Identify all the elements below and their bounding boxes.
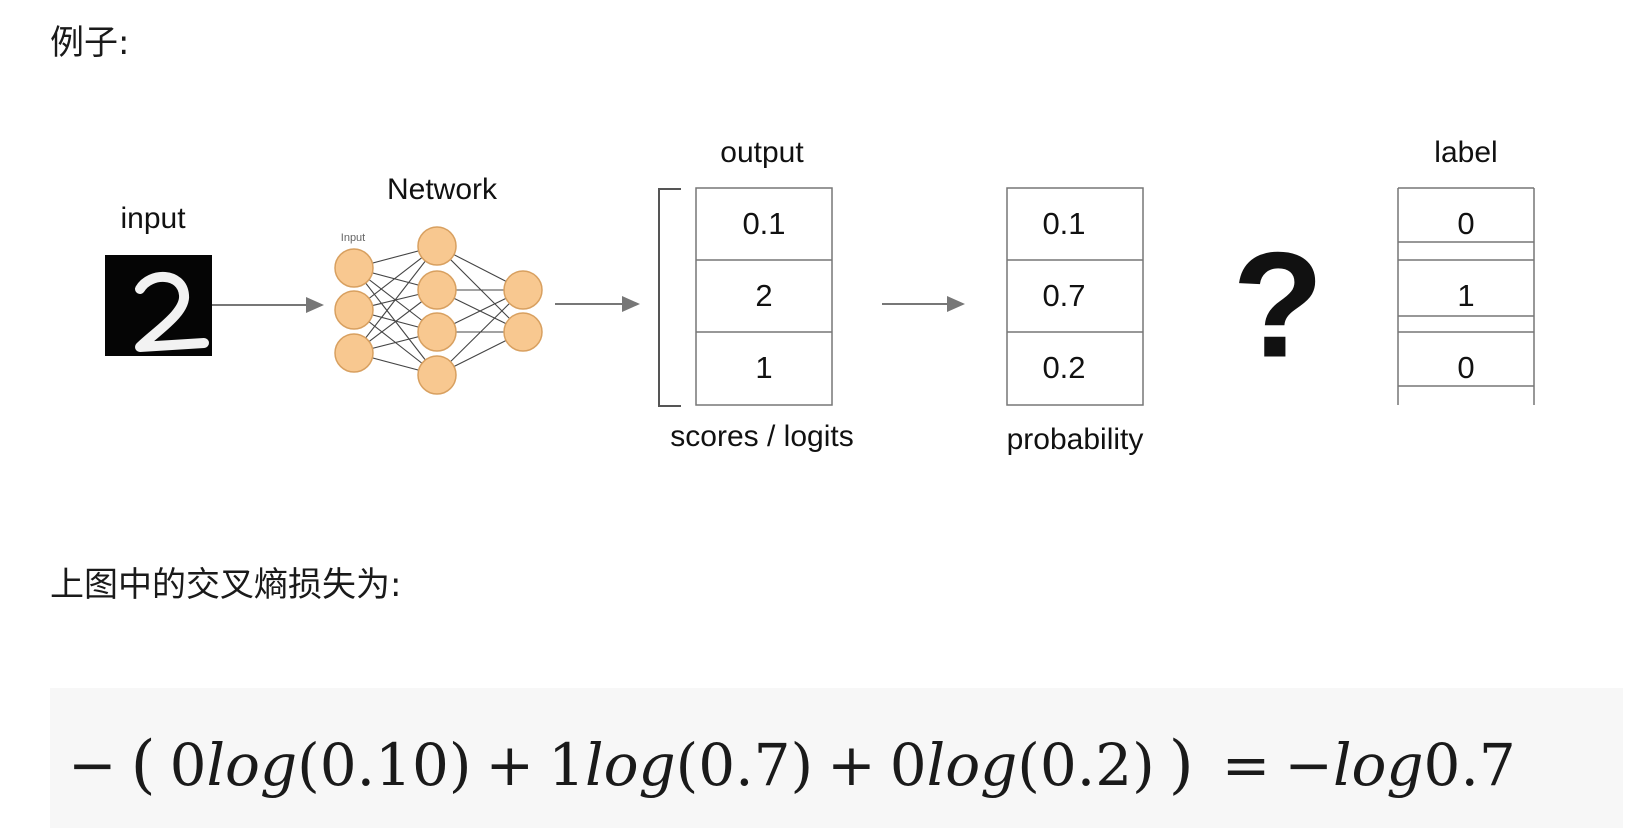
formula-close-paren: ) (1168, 728, 1194, 802)
network-input-label: Input (340, 232, 366, 244)
label-table (1397, 187, 1535, 405)
scores-bracket (658, 188, 681, 407)
formula-plus: + (485, 731, 535, 799)
classification-diagram: input Network Input output scores / logi… (0, 100, 1646, 500)
network-label: Network (386, 173, 498, 206)
input-label: input (120, 202, 186, 235)
label-title: label (1434, 136, 1498, 169)
scores-label: scores / logits (670, 420, 854, 453)
formula-term2-log: log (585, 731, 676, 799)
formula-term3-arg: (0.2) (1017, 731, 1155, 799)
question-mark: ? (1232, 220, 1324, 389)
network-neurons (334, 226, 543, 395)
label-cell: 1 (1457, 278, 1475, 313)
probability-cell: 0.2 (1042, 350, 1086, 385)
diagram-graphics (105, 187, 1535, 407)
formula-term2-coef: 1 (548, 731, 586, 799)
digit-stroke (135, 271, 209, 352)
formula-open-paren: ( (130, 728, 156, 802)
formula-term2-arg: (0.7) (675, 731, 814, 799)
formula-term3-log: log (926, 731, 1018, 799)
formula-plus: + (827, 731, 876, 799)
formula-term1-arg: (0.10) (297, 731, 472, 799)
formula-box (50, 688, 1623, 828)
formula-equals: = (1221, 731, 1271, 799)
formula-term3-coef: 0 (889, 731, 927, 799)
scores-table (695, 187, 833, 406)
formula-term1-log: log (206, 731, 298, 799)
score-cell: 2 (755, 278, 773, 313)
formula-rhs-minus: − (1284, 731, 1333, 799)
label-cell: 0 (1457, 350, 1475, 385)
probability-label: probability (1006, 423, 1144, 456)
probability-cell: 0.7 (1042, 278, 1086, 313)
output-label: output (720, 136, 804, 169)
score-cell: 1 (755, 350, 773, 385)
formula-minus: − (68, 731, 117, 799)
example-heading: 例子: (50, 23, 130, 63)
loss-heading: 上图中的交叉熵损失为: (50, 565, 402, 605)
formula-term1-coef: 0 (169, 731, 207, 799)
score-cell: 0.1 (742, 206, 786, 241)
label-cell: 0 (1457, 206, 1475, 241)
formula-rhs-value: 0.7 (1423, 731, 1516, 799)
probability-cell: 0.1 (1042, 206, 1086, 241)
probability-table (1006, 187, 1144, 406)
formula-rhs-log: log (1332, 731, 1424, 799)
